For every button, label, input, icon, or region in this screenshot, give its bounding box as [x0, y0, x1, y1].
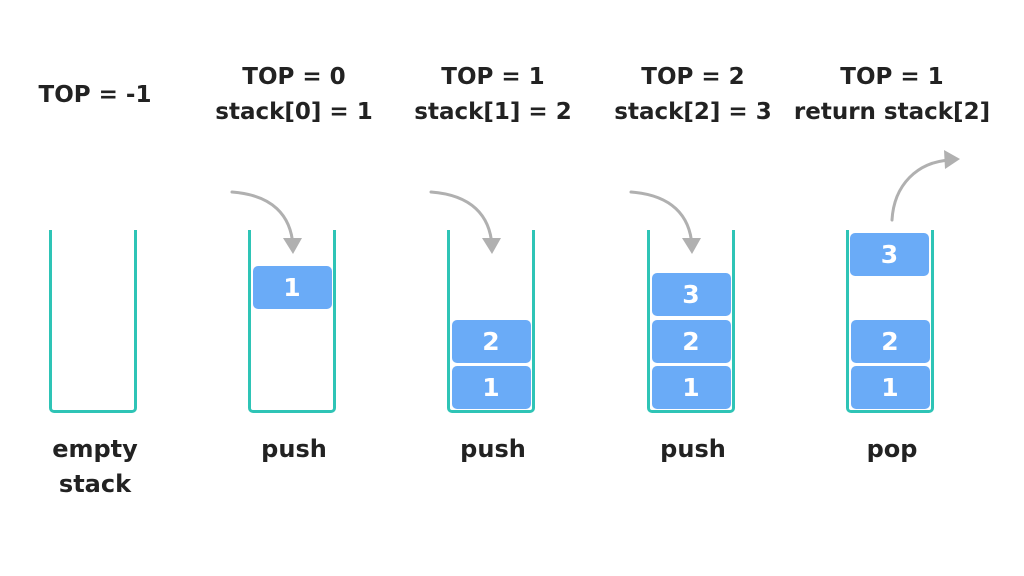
- stack-block: 3: [651, 273, 731, 316]
- header-line: stack[2] = 3: [614, 99, 772, 125]
- stage-caption: push: [393, 432, 593, 467]
- caption-line: pop: [866, 435, 918, 463]
- stack-container: 3 2 1: [647, 230, 735, 413]
- stage-caption: pop: [792, 432, 992, 467]
- header-line: TOP = 1: [441, 64, 545, 90]
- stage-header: TOP = 1 stack[1] = 2: [393, 60, 593, 130]
- stage-caption: push: [194, 432, 394, 467]
- header-line: TOP = -1: [38, 82, 152, 108]
- stage-caption: push: [593, 432, 793, 467]
- stack-block: 1: [252, 266, 332, 309]
- curved-arrow-in-icon: [429, 190, 501, 254]
- stack-block: 1: [850, 366, 930, 409]
- stack-block: 1: [651, 366, 731, 409]
- stack-block: 2: [651, 320, 731, 363]
- stack-container: [49, 230, 137, 413]
- stage-header: TOP = -1: [0, 78, 195, 113]
- stage-push-3: TOP = 2 stack[2] = 3 3 2 1 push: [593, 0, 793, 576]
- stage-push-1: TOP = 0 stack[0] = 1 1 push: [194, 0, 394, 576]
- stage-empty: TOP = -1 empty stack: [0, 0, 195, 576]
- header-line: stack[1] = 2: [414, 99, 572, 125]
- stage-header: TOP = 0 stack[0] = 1: [194, 60, 394, 130]
- stack-block: 2: [850, 320, 930, 363]
- caption-line: push: [460, 435, 526, 463]
- caption-line: empty: [52, 435, 138, 463]
- header-line: TOP = 0: [242, 64, 346, 90]
- header-line: TOP = 1: [840, 64, 944, 90]
- popped-block: 3: [850, 233, 929, 276]
- stack-container: 2 1: [846, 230, 934, 413]
- stack-container: 2 1: [447, 230, 535, 413]
- header-line: return stack[2]: [793, 99, 991, 125]
- stage-pop: TOP = 1 return stack[2] 2 1 3 pop: [792, 0, 992, 576]
- stage-header: TOP = 2 stack[2] = 3: [593, 60, 793, 130]
- caption-line: stack: [58, 470, 132, 498]
- stack-block: 1: [451, 366, 531, 409]
- stack-container: 1: [248, 230, 336, 413]
- caption-line: push: [261, 435, 327, 463]
- header-line: stack[0] = 1: [215, 99, 373, 125]
- header-line: TOP = 2: [641, 64, 745, 90]
- curved-arrow-out-icon: [890, 150, 960, 222]
- stack-block: 2: [451, 320, 531, 363]
- stage-caption: empty stack: [0, 432, 195, 502]
- stage-header: TOP = 1 return stack[2]: [792, 60, 992, 130]
- curved-arrow-in-icon: [230, 190, 302, 254]
- caption-line: push: [660, 435, 726, 463]
- stage-push-2: TOP = 1 stack[1] = 2 2 1 push: [393, 0, 593, 576]
- curved-arrow-in-icon: [629, 190, 701, 254]
